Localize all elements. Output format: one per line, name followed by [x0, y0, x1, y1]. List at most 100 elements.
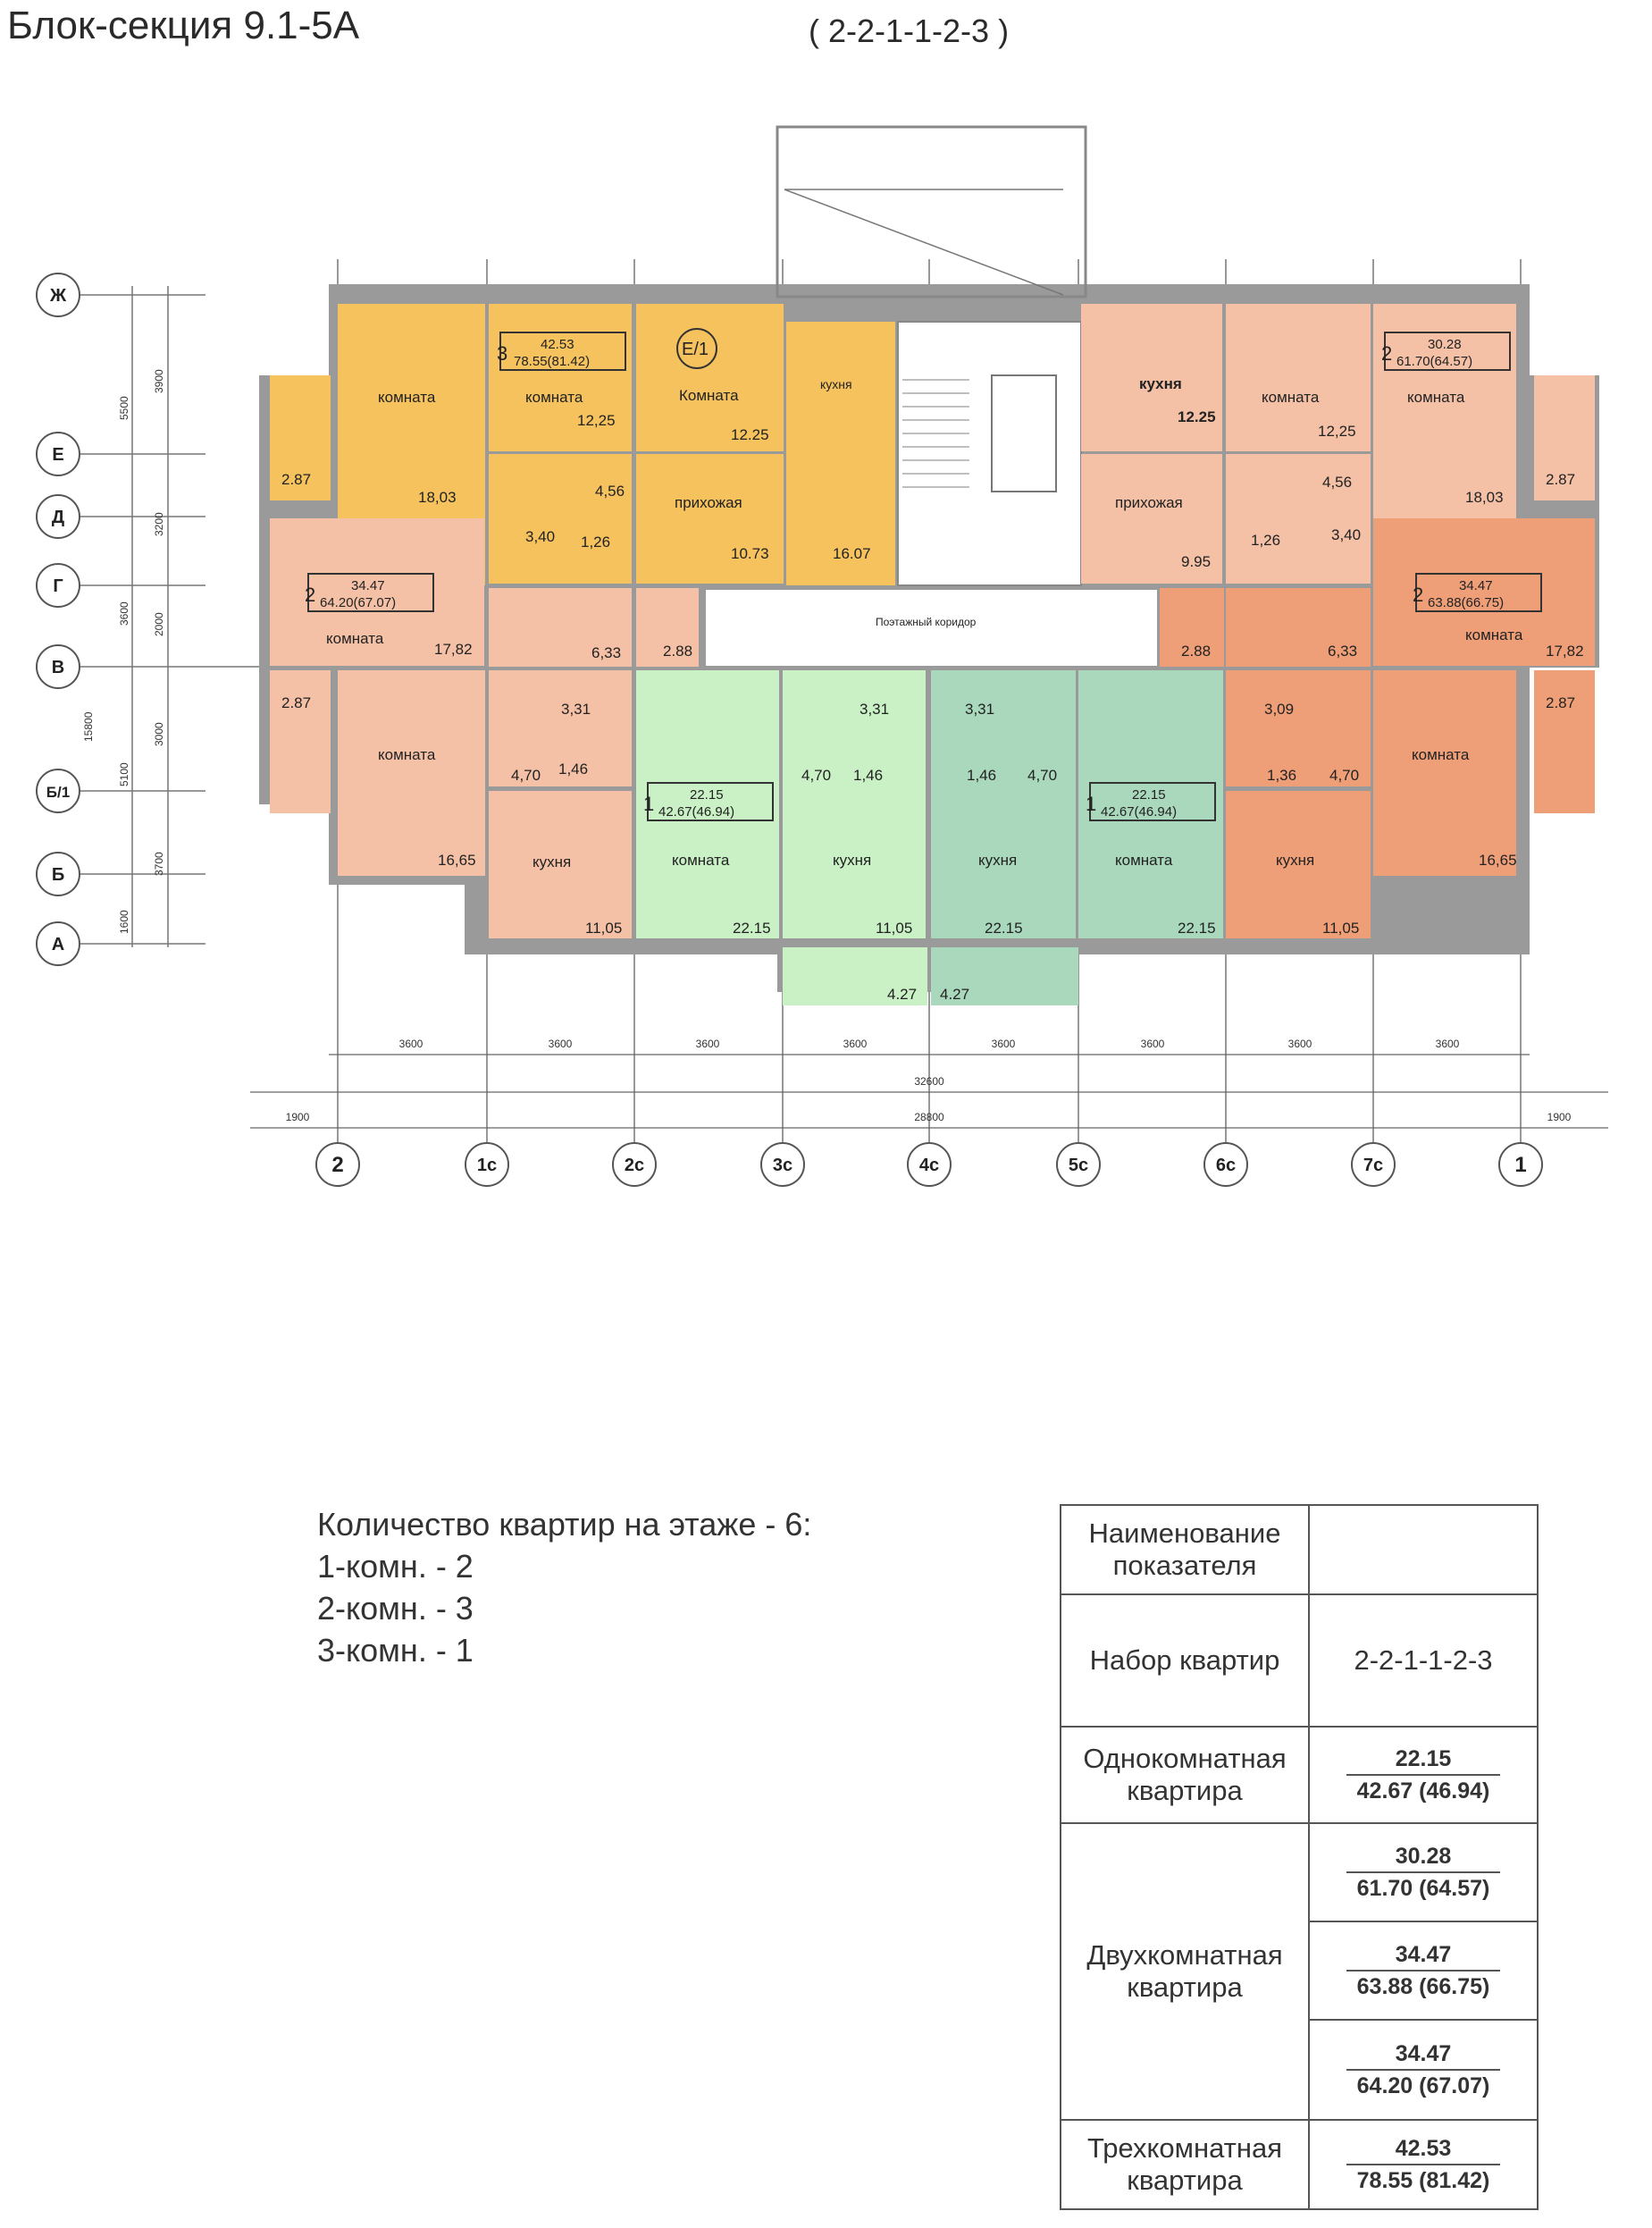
corridor-label: Поэтажный коридор: [876, 616, 977, 628]
balcony-2k-r: [1534, 375, 1595, 500]
room-2k-o-hall: [1160, 588, 1224, 667]
tag-3k-rooms: 3: [497, 342, 507, 365]
row-axis-label: Е: [52, 445, 63, 465]
area: 1,36: [1267, 767, 1296, 784]
tag-3k-living: 42.53: [541, 337, 574, 352]
area: 6,33: [591, 644, 621, 661]
room-name: комната: [1262, 389, 1320, 406]
room-name: кухня: [978, 852, 1017, 869]
stair-tag: Е/1: [682, 340, 709, 359]
header-value-cell: [1308, 1504, 1539, 1595]
row-axis-label: Б/1: [46, 784, 70, 801]
set-value-cell: 2-2-1-1-2-3: [1308, 1593, 1539, 1728]
area: 2.88: [663, 643, 692, 660]
room-name: комната: [378, 389, 436, 406]
column-axis-label: 2: [331, 1153, 343, 1177]
column-axis-label: 2с: [625, 1156, 644, 1175]
dimension-lines: [250, 1054, 1608, 1129]
area: 2.87: [281, 471, 311, 488]
area: 22.15: [1178, 920, 1216, 937]
counts-one-room: 1-комн. - 2: [317, 1548, 474, 1585]
room-2k-o-bath: [1226, 670, 1371, 786]
living-area: 42.53: [1346, 2133, 1501, 2165]
row-dim: 3200: [153, 512, 165, 536]
room-name: прихожая: [675, 494, 742, 511]
balcony-3k: [270, 375, 331, 500]
balcony-1k-l: [783, 947, 927, 1005]
area: 1,46: [967, 767, 996, 784]
stair-tag-circle: [676, 328, 717, 369]
room-2k-l-kitchen: [489, 791, 632, 938]
row-dim: 3900: [153, 369, 165, 393]
total-dim-outer: 32600: [914, 1075, 944, 1088]
row-axis-label: Д: [52, 508, 64, 527]
room-name: Комната: [679, 387, 739, 404]
area: 16,65: [1479, 852, 1517, 869]
area: 4,70: [801, 767, 831, 784]
tag-1k-r-total: 42.67(46.94): [1101, 804, 1177, 820]
room-name: комната: [525, 389, 583, 406]
col-dim: 3600: [843, 1038, 868, 1050]
room-2k-o-room2: [1373, 670, 1516, 876]
room-2k-r-hall: [1081, 454, 1222, 584]
tag-2k-r-rooms: 2: [1381, 342, 1392, 365]
area: 17,82: [1546, 643, 1584, 660]
area: 4,70: [1027, 767, 1057, 784]
living-area: 22.15: [1346, 1744, 1501, 1776]
apartment-set-heading: ( 2-2-1-1-2-3 ): [809, 13, 1010, 49]
row-axis-label: В: [52, 658, 64, 677]
col-dim: 3600: [696, 1038, 720, 1050]
row-dim: 3000: [153, 722, 165, 746]
area: 4,70: [511, 767, 541, 784]
area: 1,46: [558, 761, 588, 778]
living-area: 34.47: [1346, 1939, 1501, 1972]
living-area: 30.28: [1346, 1841, 1501, 1873]
column-axis-label: 1с: [477, 1156, 497, 1175]
room-2k-l-bath: [489, 670, 632, 786]
area: 16.07: [833, 545, 871, 562]
balcony-2k-o: [1534, 670, 1595, 813]
col-dim: 3600: [1436, 1038, 1460, 1050]
room-2k-l-room: [270, 518, 484, 666]
row-axis-label: Ж: [49, 286, 67, 306]
room-3k-bath: [489, 454, 632, 584]
room-2k-r-kitchen: [1081, 304, 1222, 451]
column-axis-label: 6с: [1216, 1156, 1236, 1175]
room-2k-l-hall: [489, 588, 632, 667]
tag-1k-l-total: 42.67(46.94): [658, 804, 734, 820]
tag-3k-total: 78.55(81.42): [514, 354, 590, 369]
row-dim: 3700: [153, 852, 165, 876]
area: 6,33: [1328, 643, 1357, 660]
tag-1k-l-living: 22.15: [690, 787, 724, 803]
counts-two-room: 2-комн. - 3: [317, 1590, 474, 1627]
counts-three-room: 3-комн. - 1: [317, 1632, 474, 1669]
area: 4.27: [940, 986, 969, 1003]
row-dim: 2000: [153, 612, 165, 636]
corridor: [706, 590, 1157, 666]
header-label-cell: Наименование показателя: [1060, 1504, 1310, 1595]
row-axis-label: Г: [53, 576, 63, 596]
total-area: 42.67 (46.94): [1356, 1778, 1490, 1803]
edge-dim-right: 1900: [1547, 1111, 1572, 1123]
area: 17,82: [434, 641, 473, 658]
tag-2k-o-total: 63.88(66.75): [1428, 595, 1504, 610]
area: 16,65: [438, 852, 476, 869]
tag-2k-r-total: 61.70(64.57): [1396, 354, 1472, 369]
area: 2.87: [1546, 471, 1575, 488]
floor-plan: 3 42.53 78.55(81.42) 2 30.28 61.70(64.57…: [36, 125, 1608, 1187]
room-name: комната: [1465, 626, 1523, 643]
col-dim: 3600: [1141, 1038, 1165, 1050]
col-dim: 3600: [1288, 1038, 1312, 1050]
room-3k-kitchen: [786, 322, 895, 585]
elevator: [991, 374, 1057, 492]
room-name: комната: [326, 630, 384, 647]
column-axis-label: 5с: [1069, 1156, 1088, 1175]
area: 3,40: [525, 528, 555, 545]
balcony-2k-l: [270, 670, 331, 813]
room-2k-r-room2: [1373, 304, 1516, 545]
room-2k-o-kitchen: [1226, 791, 1371, 938]
tag-2k-l-living: 34.47: [351, 578, 385, 593]
